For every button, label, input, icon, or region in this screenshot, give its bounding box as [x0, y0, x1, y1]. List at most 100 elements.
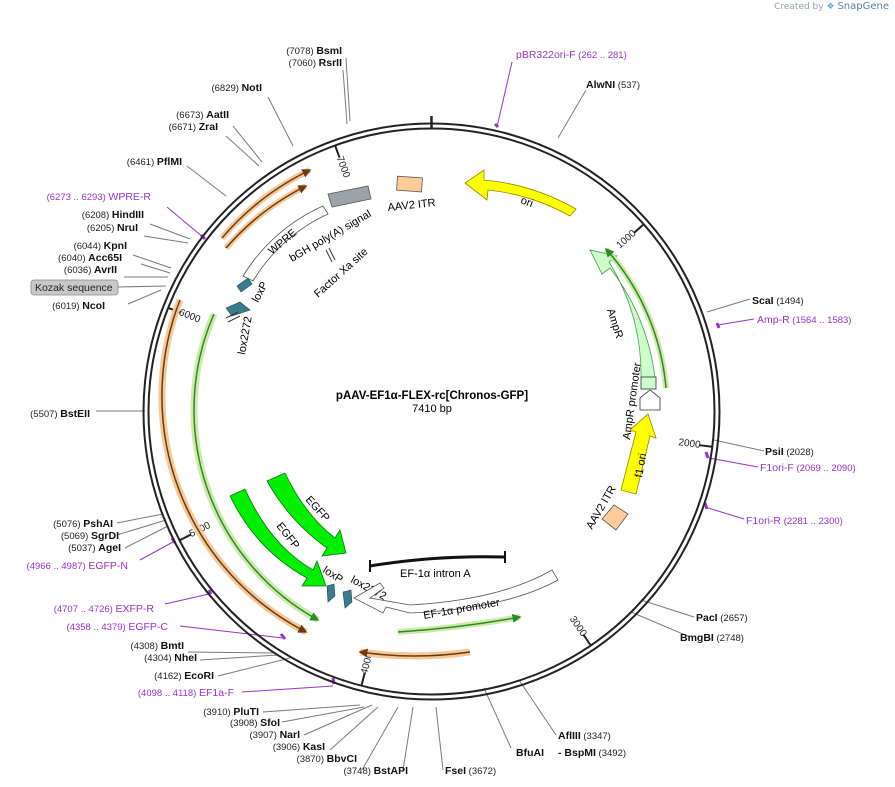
site-pluti[interactable]: (3910) PluTI	[203, 706, 259, 718]
primer-name: F1ori-F	[760, 462, 794, 474]
site-alwni[interactable]: AlwNI (537)	[586, 79, 640, 91]
site-name: NarI	[280, 729, 301, 741]
ampr-label: AmpR	[604, 307, 625, 340]
primer-name: EGFP-C	[128, 621, 168, 633]
site-pos: (6671)	[169, 122, 199, 133]
site-bstapi[interactable]: (3748) BstAPI	[343, 765, 408, 777]
primer-wprer[interactable]: (6273 .. 6293) WPRE-R	[47, 191, 152, 203]
egfp-outer-arrow[interactable]	[229, 488, 327, 587]
primer-egfpn[interactable]: (4966 .. 4987) EGFP-N	[27, 560, 128, 572]
site-text: - BspMI (3492)	[558, 747, 626, 759]
primer-ef1af[interactable]: (4098 .. 4118) EF1a-F	[138, 687, 234, 699]
ori-label: ori	[519, 195, 535, 210]
kozak-label: Kozak sequence	[35, 282, 113, 294]
site-pos: (3908)	[230, 718, 260, 729]
egfp-inner-arrow[interactable]	[266, 472, 347, 557]
tick-3000	[582, 634, 592, 646]
loxp-lower-arrow[interactable]	[326, 583, 336, 603]
site-psii[interactable]: PsiI (2028)	[765, 446, 814, 458]
site-kasi[interactable]: (3906) KasI	[273, 741, 325, 753]
primer-f1orif[interactable]: F1ori-F (2069 .. 2090)	[760, 462, 856, 474]
site-avrii[interactable]: (6036) AvrII	[64, 264, 117, 276]
factor-xa-mark	[325, 247, 336, 263]
wpre-box[interactable]	[242, 205, 329, 282]
site-ncoi[interactable]: (6019) NcoI	[52, 300, 105, 312]
site-nari[interactable]: (3907) NarI	[249, 729, 300, 741]
primer-name: WPRE-R	[108, 191, 151, 203]
site-zrai[interactable]: (6671) ZraI	[169, 121, 218, 133]
site-pos: (3492)	[596, 748, 626, 759]
aav2-itr-right-box[interactable]	[601, 504, 629, 531]
primer-ampr[interactable]: Amp-R (1564 .. 1583)	[757, 314, 851, 326]
tick-1000	[633, 223, 645, 234]
ori-arrow[interactable]	[464, 169, 577, 217]
ampr-promoter-arrow[interactable]	[639, 389, 661, 411]
site-paci[interactable]: PacI (2657)	[696, 612, 748, 624]
site-bmti[interactable]: (4308) BmtI	[131, 640, 185, 652]
site-text: (4304) NheI	[144, 652, 197, 664]
site-acc65i[interactable]: (6040) Acc65I	[58, 252, 122, 264]
site-bfuai[interactable]: BfuAI	[516, 747, 544, 759]
site-sfoi[interactable]: (3908) SfoI	[230, 717, 280, 729]
site-noti[interactable]: (6829) NotI	[211, 82, 262, 94]
site-name: NotI	[242, 82, 262, 94]
site-bsteii[interactable]: (5507) BstEII	[30, 408, 90, 420]
site-agei[interactable]: (5037) AgeI	[68, 542, 121, 554]
site-pshai[interactable]: (5076) PshAI	[53, 518, 113, 530]
site-bbvci[interactable]: (3870) BbvCI	[297, 753, 358, 765]
site-hindiii[interactable]: (6208) HindIII	[82, 209, 144, 221]
site-pos: (3672)	[466, 766, 496, 777]
site-bsmi[interactable]: (7078) BsmI	[286, 45, 342, 57]
lox2272-lower-arrow[interactable]	[342, 589, 353, 609]
site-kpni[interactable]: (6044) KpnI	[74, 240, 128, 252]
site-pos: (3910)	[203, 707, 233, 718]
site-bmgbi[interactable]: BmgBI (2748)	[680, 632, 744, 644]
site-scai[interactable]: ScaI (1494)	[752, 295, 804, 307]
lox2272-upper-arrow[interactable]	[225, 301, 251, 317]
tick-5000	[179, 533, 192, 542]
site-nhei[interactable]: (4304) NheI	[144, 652, 197, 664]
site-ecori[interactable]: (4162) EcoRI	[154, 670, 214, 682]
primer-pbr322orif[interactable]: pBR322ori-F (262 .. 281)	[516, 49, 627, 61]
loxp-upper-arrow[interactable]	[236, 277, 253, 293]
ef1a-promoter-arrow[interactable]	[353, 569, 559, 614]
kozak-badge[interactable]	[30, 279, 119, 296]
site-text: (3906) KasI	[273, 741, 325, 753]
primer-name: EF1a-F	[199, 687, 234, 699]
site-text: ScaI (1494)	[752, 295, 804, 307]
bgh-polya-box[interactable]	[327, 185, 372, 208]
primer-range: (1564 .. 1583)	[790, 315, 852, 326]
site-rsrii[interactable]: (7060) RsrII	[289, 57, 343, 69]
site-aatii[interactable]: (6673) AatII	[176, 109, 229, 121]
site-text: (7078) BsmI	[286, 45, 342, 57]
primer-f1orir[interactable]: F1ori-R (2281 .. 2300)	[746, 515, 843, 527]
lox2272-upper-mark	[225, 311, 241, 323]
site-name: AflIII	[558, 730, 581, 742]
snapgene-logo-icon: ❖	[826, 2, 835, 12]
ef1a-intron-label: EF-1α intron A	[400, 568, 471, 580]
primer-range: (6273 .. 6293)	[47, 192, 109, 203]
site-afliii[interactable]: AflIII (3347)	[558, 730, 611, 742]
site-pflmi[interactable]: (6461) PflMI	[127, 156, 182, 168]
site-name: KasI	[303, 741, 325, 753]
site-fsei[interactable]: FseI (3672)	[445, 765, 496, 777]
site-name: NcoI	[82, 300, 105, 312]
site-pos: (6044)	[74, 241, 104, 252]
f1-ori-arrow[interactable]	[620, 413, 657, 495]
aav2-itr-top-box[interactable]	[396, 175, 423, 193]
primer-egfpc[interactable]: (4358 .. 4379) EGFP-C	[67, 621, 169, 633]
ef1a-intron-bar[interactable]	[369, 555, 506, 568]
ampr-arrow[interactable]	[589, 249, 656, 379]
primer-name: F1ori-R	[746, 515, 781, 527]
site-name: FseI	[445, 765, 466, 777]
site-sgrdi[interactable]: (5069) SgrDI	[61, 530, 119, 542]
snapgene-credit: Created by ❖ SnapGene	[774, 1, 889, 12]
site-name: AlwNI	[586, 79, 615, 91]
site-nrui[interactable]: (6205) NruI	[87, 222, 138, 234]
site-name: PluTI	[233, 706, 259, 718]
primer-exfpr[interactable]: (4707 .. 4726) EXFP-R	[54, 603, 155, 615]
site-name: BfuAI	[516, 747, 544, 759]
site-pos: (6829)	[211, 83, 241, 94]
tick-label-6000: 6000	[177, 307, 202, 326]
site-bspmi[interactable]: - BspMI (3492)	[558, 747, 626, 759]
